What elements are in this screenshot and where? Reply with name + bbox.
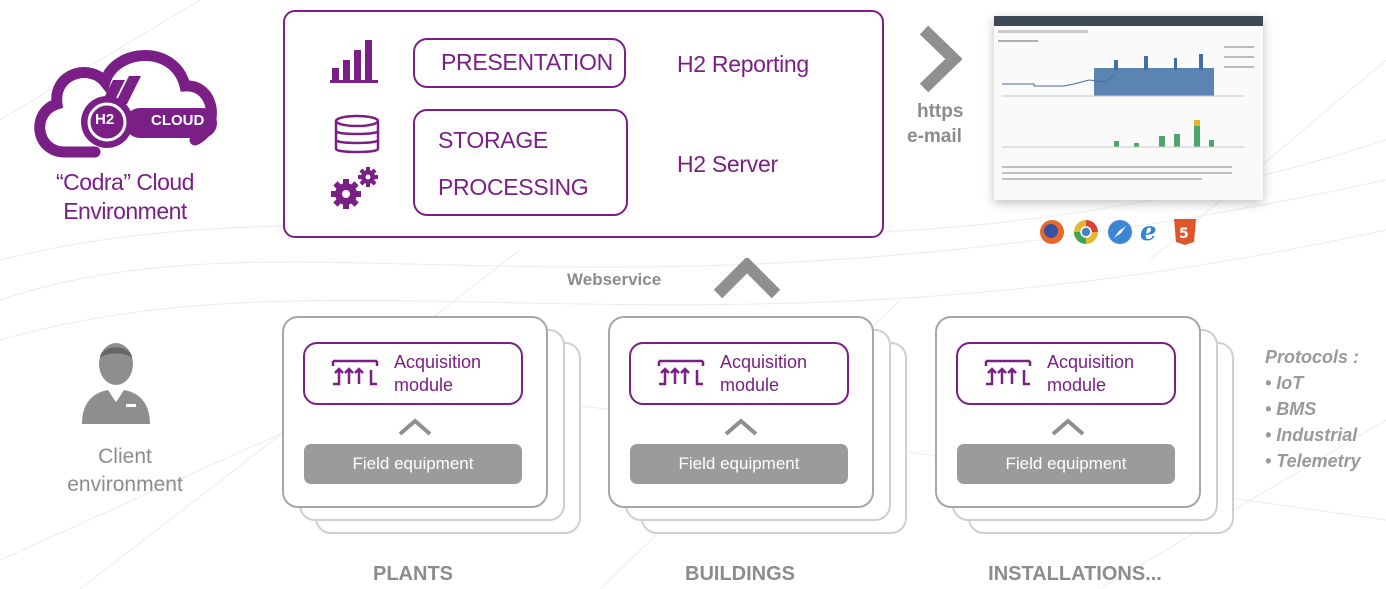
webservice-label: Webservice [567,270,662,289]
client-line1: Client [98,445,152,468]
cloud-environment-caption: “Codra” Cloud Environment [20,168,230,226]
h2-cloud-logo [34,50,217,158]
acquisition-icon [331,359,379,386]
processing-label: PROCESSING [438,174,589,200]
dashboard-thumbnail [994,16,1263,200]
acq-line2: module [394,375,454,395]
acq-line2: module [1047,375,1107,395]
protocol-item: • IoT [1265,373,1304,393]
acquisition-module-label: Acquisition module [1047,351,1134,397]
installations-label: INSTALLATIONS... [988,563,1162,585]
html5-icon: 5 [1174,219,1196,245]
cloud-caption-line1: “Codra” Cloud [56,169,194,195]
acq-line1: Acquisition [394,352,482,372]
storage-processing-box [413,109,628,216]
storage-label: STORAGE [438,127,548,153]
field-equipment-box: Field equipment [630,444,848,484]
acquisition-icon [984,359,1032,386]
database-icon [334,114,380,154]
chevron-up-icon [713,258,781,299]
logo-cloud-text: CLOUD [151,112,205,129]
safari-icon [1108,220,1132,244]
chrome-icon [1074,220,1098,244]
chevron-up-small-icon [724,418,758,436]
buildings-label: BUILDINGS [685,563,795,585]
plants-label: PLANTS [373,563,453,585]
presentation-label: PRESENTATION [441,49,613,75]
protocol-item: • Telemetry [1265,451,1361,471]
cloud-caption-line2: Environment [63,198,187,224]
protocol-item: • BMS [1265,399,1317,419]
acq-line1: Acquisition [1047,352,1135,372]
gears-icon [331,167,378,209]
svg-text:e: e [1140,217,1157,246]
h2-reporting-dashboard-screenshot [994,16,1263,200]
chevron-up-small-icon [1051,418,1085,436]
presentation-layer-box [413,38,626,88]
protocol-item: • Industrial [1265,425,1358,445]
acquisition-module-label: Acquisition module [720,351,807,397]
svg-text:5: 5 [1179,226,1189,242]
https-label: https [917,101,964,122]
field-equipment-box: Field equipment [957,444,1175,484]
firefox-icon [1040,220,1064,244]
logo-h2-text: H2 [95,111,115,128]
ie-icon: e [1140,217,1157,246]
user-icon [82,343,150,424]
acquisition-icon [657,359,705,386]
chevron-right-icon [919,25,962,93]
site-buildings: Acquisition module Field equipment [608,316,908,536]
chevron-up-small-icon [398,418,432,436]
acq-line1: Acquisition [720,352,808,372]
client-line2: environment [67,473,183,496]
acquisition-module-box [629,342,849,405]
h2-reporting-label: H2 Reporting [677,51,809,77]
protocols-title: Protocols : [1265,347,1360,367]
h2-server-label: H2 Server [677,151,778,177]
protocols-list: Protocols : • IoT • BMS • Industrial • T… [1265,344,1361,474]
field-equipment-box: Field equipment [304,444,522,484]
bar-chart-icon [330,40,378,83]
site-installations: Acquisition module Field equipment [935,316,1235,536]
client-environment-caption: Client environment [50,443,200,499]
acq-line2: module [720,375,780,395]
site-plants: Acquisition module Field equipment [282,316,582,536]
email-label: e-mail [907,126,962,147]
acquisition-module-label: Acquisition module [394,351,481,397]
